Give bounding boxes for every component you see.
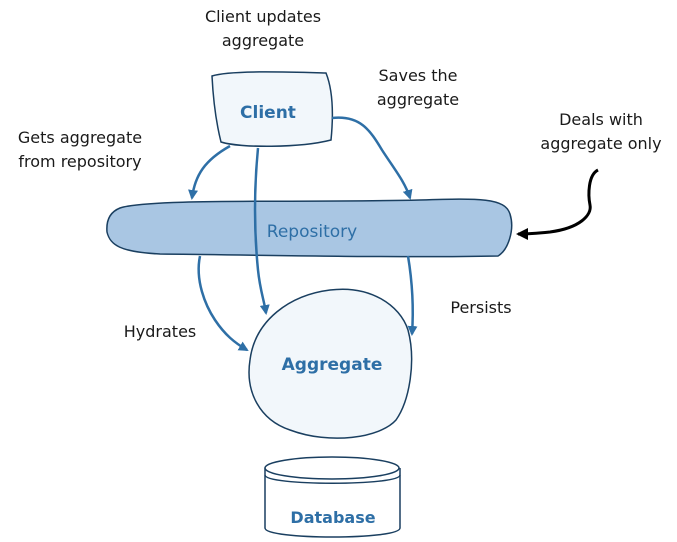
label-hydrates: Hydrates xyxy=(123,322,197,341)
database-cylinder xyxy=(264,456,401,538)
repository-label: Repository xyxy=(266,222,358,242)
arrow-deals-with-aggregate xyxy=(516,168,599,240)
label-saves-line-1: Saves the xyxy=(378,66,458,85)
label-client-updates: Client updates aggregate xyxy=(178,5,348,53)
database-label: Database xyxy=(290,508,376,527)
repository-shape xyxy=(106,198,513,258)
arrow-hydrates xyxy=(197,255,249,352)
label-saves-aggregate: Saves the aggregate xyxy=(358,64,478,112)
arrow-saves-aggregate xyxy=(331,116,413,200)
label-deals-with-aggregate: Deals with aggregate only xyxy=(528,108,674,156)
label-gets-line-2: from repository xyxy=(18,152,142,171)
label-persists: Persists xyxy=(450,298,512,317)
label-gets-line-1: Gets aggregate xyxy=(17,128,143,147)
arrow-client-updates-aggregate xyxy=(253,147,270,315)
arrow-gets-aggregate xyxy=(188,144,231,200)
label-deals-line-1: Deals with xyxy=(559,110,643,129)
label-client-updates-line-2: aggregate xyxy=(221,31,305,50)
label-client-updates-line-1: Client updates xyxy=(204,7,322,26)
client-shape xyxy=(211,71,334,148)
aggregate-shape xyxy=(248,288,413,439)
arrow-persists xyxy=(406,255,418,336)
aggregate-label: Aggregate xyxy=(281,355,383,375)
label-gets-aggregate: Gets aggregate from repository xyxy=(4,126,156,174)
label-deals-line-2: aggregate only xyxy=(540,134,662,153)
client-label: Client xyxy=(240,103,296,123)
label-saves-line-2: aggregate xyxy=(376,90,460,109)
